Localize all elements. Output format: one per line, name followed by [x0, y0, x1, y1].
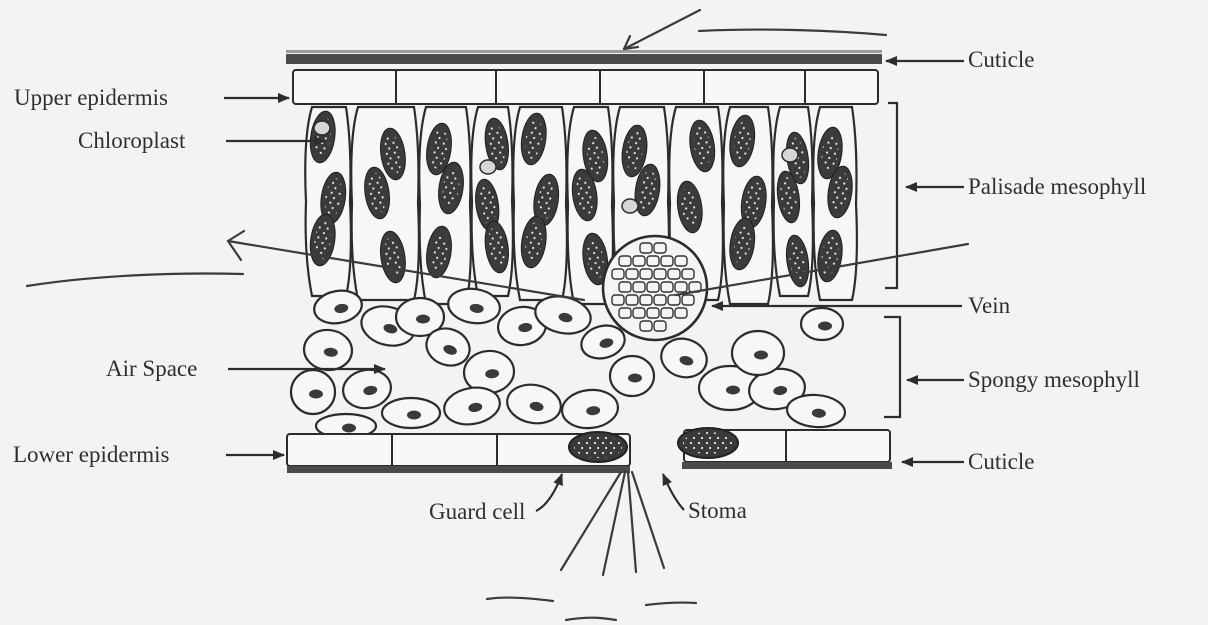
nucleus — [314, 121, 330, 135]
vein-cell — [619, 256, 631, 266]
vein-cell — [654, 321, 666, 331]
vein-cell — [682, 269, 694, 279]
spongy-nucleus — [407, 411, 421, 420]
vein-cell — [640, 321, 652, 331]
upper-epidermis — [293, 70, 878, 104]
vein-cell — [640, 269, 652, 279]
spongy-nucleus — [754, 351, 768, 360]
air-space-label: Air Space — [106, 356, 197, 381]
vein-cell — [654, 269, 666, 279]
vein-cell — [619, 282, 631, 292]
cuticle-bottom-label: Cuticle — [968, 449, 1034, 474]
spongy-nucleus — [628, 374, 642, 383]
spongy-nucleus — [342, 424, 356, 433]
chloroplast-label: Chloroplast — [78, 128, 186, 153]
cuticle-top-label: Cuticle — [968, 47, 1034, 72]
stoma-label: Stoma — [688, 498, 747, 523]
vein-cell — [661, 282, 673, 292]
vein-cell — [668, 295, 680, 305]
vein-cell — [626, 295, 638, 305]
guard-cell-label: Guard cell — [429, 499, 525, 524]
vein-label: Vein — [968, 293, 1011, 318]
vein-cell — [647, 256, 659, 266]
nucleus — [782, 148, 798, 162]
guard-cell-left — [569, 432, 627, 462]
spongy-nucleus — [818, 322, 832, 331]
vein-cell — [612, 295, 624, 305]
vein-cell — [682, 295, 694, 305]
vein-cell — [633, 282, 645, 292]
vein-cell — [633, 308, 645, 318]
spongy-brace — [884, 317, 900, 417]
vein-cell — [675, 308, 687, 318]
palisade-layer — [305, 107, 857, 304]
guard-cell-right — [678, 428, 738, 458]
spongy-layer — [291, 286, 846, 438]
vein-cell — [626, 269, 638, 279]
palisade-brace — [885, 103, 897, 288]
vein-cell — [675, 256, 687, 266]
vein-cell — [675, 282, 687, 292]
spongy-nucleus — [416, 315, 430, 324]
vein-cell — [640, 295, 652, 305]
vein-cell — [619, 308, 631, 318]
vein-cell — [640, 243, 652, 253]
vein-bundle — [603, 236, 707, 340]
vein-cell — [633, 256, 645, 266]
nucleus — [622, 199, 638, 213]
top-cuticle — [286, 50, 882, 64]
lower-epidermis-label: Lower epidermis — [13, 442, 170, 467]
spongy-nucleus — [726, 386, 740, 395]
vein-cell — [647, 282, 659, 292]
nucleus — [480, 160, 496, 174]
vein-cell — [661, 256, 673, 266]
vein-cell — [654, 295, 666, 305]
vein-cell — [661, 308, 673, 318]
spongy-mesophyll-label: Spongy mesophyll — [968, 367, 1140, 392]
vein-cell — [612, 269, 624, 279]
vein-cell — [654, 243, 666, 253]
spongy-nucleus — [309, 390, 323, 399]
upper-epidermis-label: Upper epidermis — [14, 85, 168, 110]
vein-cell — [647, 308, 659, 318]
palisade-mesophyll-label: Palisade mesophyll — [968, 174, 1146, 199]
vein-cell — [668, 269, 680, 279]
